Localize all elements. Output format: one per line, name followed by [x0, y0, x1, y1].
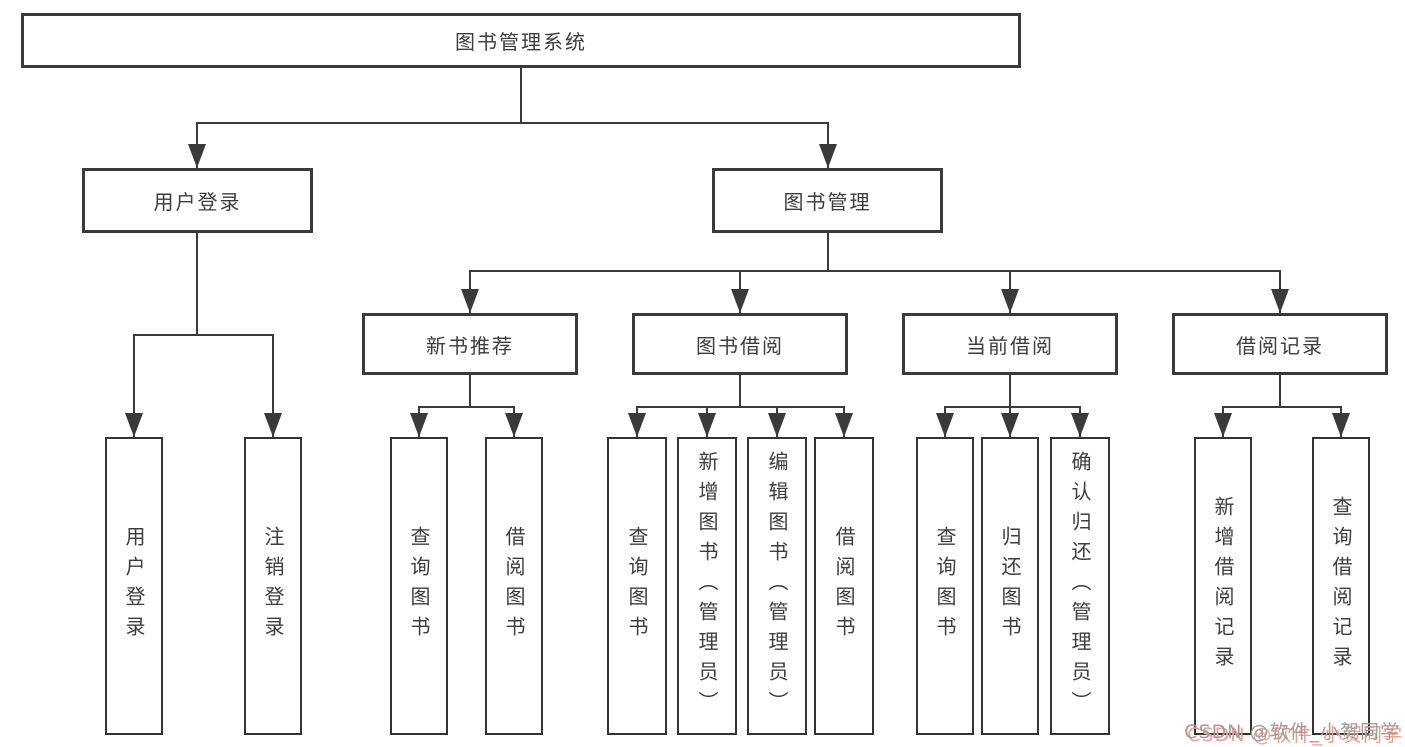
node-label: 借阅记录 — [1236, 333, 1324, 358]
connector-line — [739, 373, 741, 408]
arrow-down-icon — [461, 289, 479, 313]
leaf-label: 借阅图书 — [832, 526, 856, 646]
leaf-label: 确认归还（管理员） — [1068, 451, 1092, 721]
node-new-book-recommend: 新书推荐 — [362, 313, 578, 375]
arrow-down-icon — [188, 144, 206, 168]
leaf-label: 新增借阅记录 — [1211, 496, 1235, 676]
leaf-query-book-borrowing: 查询图书 — [607, 437, 667, 735]
node-book-borrowing: 图书借阅 — [632, 313, 848, 375]
arrow-down-icon — [410, 413, 428, 437]
arrow-down-icon — [125, 413, 143, 437]
arrow-down-icon — [628, 413, 646, 437]
node-library-management-system: 图书管理系统 — [21, 13, 1021, 68]
leaf-label: 归还图书 — [998, 526, 1022, 646]
node-user-login-branch: 用户登录 — [82, 168, 313, 233]
leaf-label: 查询图书 — [933, 526, 957, 646]
leaf-add-borrow-record: 新增借阅记录 — [1194, 437, 1252, 735]
leaf-label: 查询图书 — [407, 526, 431, 646]
connector-line — [196, 231, 198, 336]
csdn-watermark: CSDN @软件_小贺同学 — [1184, 721, 1400, 743]
connector-line — [469, 270, 1281, 272]
node-label: 图书借阅 — [696, 333, 784, 358]
connector-line — [636, 406, 845, 408]
connector-line — [469, 373, 471, 408]
arrow-down-icon — [1001, 413, 1019, 437]
connector-line — [944, 406, 1081, 408]
connector-line — [1222, 406, 1342, 408]
arrow-down-icon — [835, 413, 853, 437]
arrow-down-icon — [731, 289, 749, 313]
node-current-borrowing: 当前借阅 — [902, 313, 1118, 375]
arrow-down-icon — [1332, 413, 1350, 437]
leaf-label: 用户登录 — [122, 526, 146, 646]
connector-line — [196, 122, 829, 124]
leaf-logout: 注销登录 — [244, 437, 302, 735]
node-borrowing-records: 借阅记录 — [1172, 313, 1388, 375]
leaf-edit-book-admin: 编辑图书（管理员） — [747, 437, 807, 735]
connector-line — [1009, 373, 1011, 408]
connector-line — [418, 406, 515, 408]
leaf-label: 借阅图书 — [502, 526, 526, 646]
leaf-query-book-current: 查询图书 — [916, 437, 974, 735]
leaf-label: 新增图书（管理员） — [695, 451, 719, 721]
arrow-down-icon — [1271, 289, 1289, 313]
leaf-add-book-admin: 新增图书（管理员） — [677, 437, 737, 735]
node-label: 当前借阅 — [966, 333, 1054, 358]
node-book-management: 图书管理 — [712, 168, 943, 233]
arrow-down-icon — [264, 413, 282, 437]
arrow-down-icon — [1071, 413, 1089, 437]
leaf-borrow-book: 借阅图书 — [814, 437, 874, 735]
connector-line — [827, 231, 829, 272]
arrow-down-icon — [505, 413, 523, 437]
node-label: 图书管理系统 — [455, 30, 587, 54]
leaf-query-book-recommend: 查询图书 — [390, 437, 448, 735]
leaf-return-book: 归还图书 — [981, 437, 1039, 735]
leaf-query-borrow-record: 查询借阅记录 — [1312, 437, 1370, 735]
node-label: 图书管理 — [783, 190, 872, 214]
leaf-label: 查询图书 — [625, 526, 649, 646]
leaf-label: 注销登录 — [261, 526, 285, 646]
arrow-down-icon — [1214, 413, 1232, 437]
connector-line — [1279, 373, 1281, 408]
arrow-down-icon — [698, 413, 716, 437]
leaf-borrow-book-recommend: 借阅图书 — [485, 437, 543, 735]
node-label: 新书推荐 — [426, 333, 514, 358]
arrow-down-icon — [1001, 289, 1019, 313]
arrow-down-icon — [768, 413, 786, 437]
connector-line — [272, 334, 274, 437]
connector-line — [520, 66, 522, 124]
connector-line — [133, 334, 274, 336]
leaf-label: 查询借阅记录 — [1329, 496, 1353, 676]
node-label: 用户登录 — [153, 190, 242, 214]
connector-line — [133, 334, 135, 437]
leaf-label: 编辑图书（管理员） — [765, 451, 789, 721]
arrow-down-icon — [936, 413, 954, 437]
leaf-confirm-return-admin: 确认归还（管理员） — [1050, 437, 1110, 735]
leaf-user-login: 用户登录 — [105, 437, 163, 735]
arrow-down-icon — [819, 144, 837, 168]
